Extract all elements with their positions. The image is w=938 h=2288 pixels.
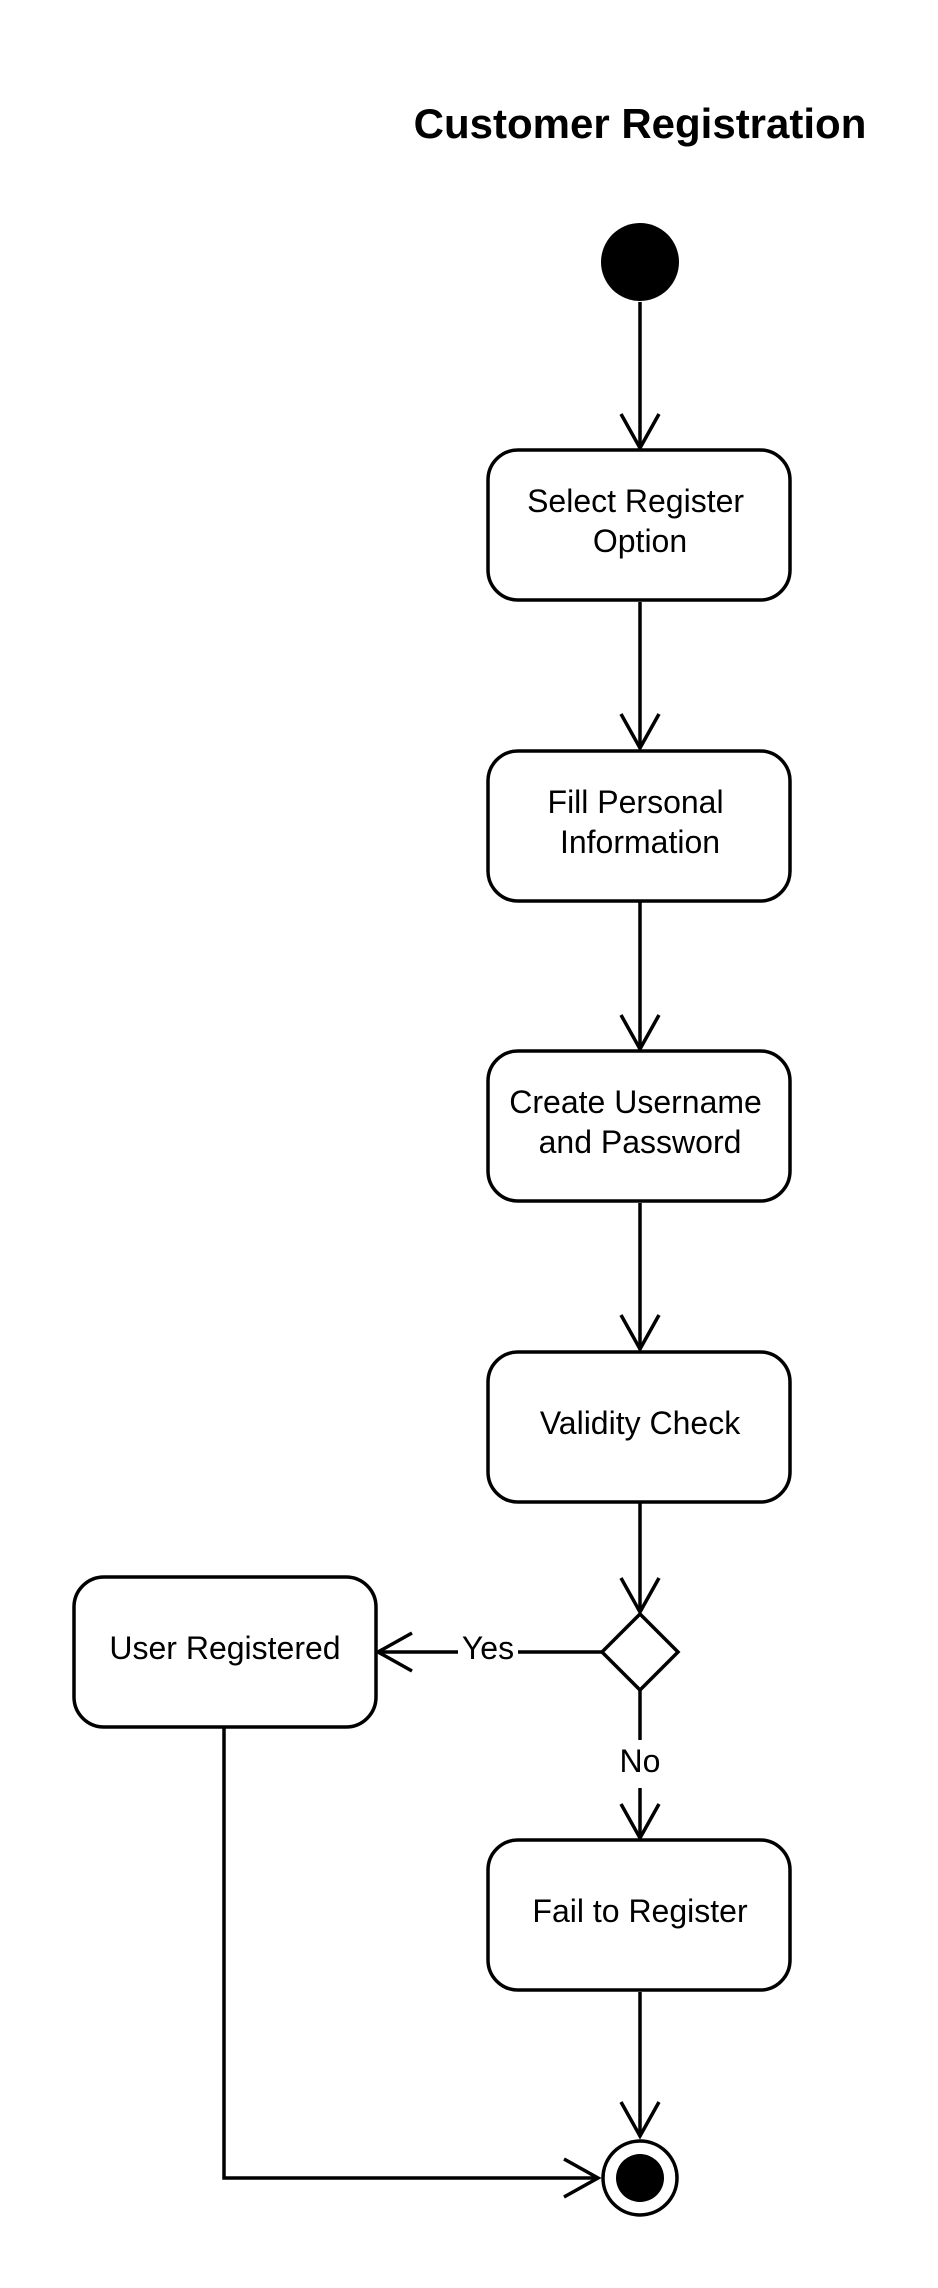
action-fill-info-line-1: Fill Personal: [548, 784, 724, 820]
svg-text:Fill Personal Informatio: Fill Personal Information: [548, 784, 733, 860]
action-create-credentials-line-2: and Password: [539, 1124, 742, 1160]
arrowhead-create-credentials: [619, 1014, 661, 1053]
arrowhead-validity-check: [619, 1314, 661, 1353]
action-fail-register: Fail to Register: [486, 1838, 792, 1992]
action-validity-check: Validity Check: [486, 1350, 792, 1504]
action-create-credentials-line-1: Create Username: [509, 1084, 762, 1120]
arrowhead-fill-info: [619, 713, 661, 752]
svg-text:Fail to Register: Fail to Register: [532, 1893, 748, 1929]
arrowhead-user-registered: [374, 1631, 413, 1673]
action-select-register-line-1: Select Register: [527, 483, 744, 519]
action-select-register: Select Register Option: [486, 448, 792, 602]
svg-text:User Registered: User Registered: [109, 1630, 340, 1666]
svg-text:Create Username and Pass: Create Username and Password: [509, 1084, 770, 1160]
arrowhead-fail-register: [619, 1803, 661, 1842]
edge-user-registered-to-end: [222, 1728, 598, 2180]
final-node: [601, 2139, 679, 2217]
edge-label-no: No: [620, 1743, 661, 1779]
arrowhead-select-register: [619, 413, 661, 452]
action-validity-check-line-1: Validity Check: [540, 1405, 741, 1441]
action-fill-info: Fill Personal Information: [486, 749, 792, 903]
action-user-registered: User Registered: [72, 1575, 378, 1729]
edge-label-yes: Yes: [462, 1630, 514, 1666]
svg-text:Select Register Option: Select Register Option: [527, 483, 753, 559]
action-user-registered-line-1: User Registered: [109, 1630, 340, 1666]
diagram-title: Customer Registration: [414, 100, 867, 147]
initial-node: [601, 223, 679, 301]
action-fill-info-line-2: Information: [560, 824, 720, 860]
action-fail-register-line-1: Fail to Register: [532, 1893, 748, 1929]
arrowhead-end-left: [563, 2157, 602, 2199]
action-create-credentials: Create Username and Password: [486, 1049, 792, 1203]
decision-node: [599, 1611, 681, 1693]
action-select-register-line-2: Option: [593, 523, 687, 559]
svg-text:Validity Check: Validity Check: [540, 1405, 741, 1441]
edges: [222, 302, 661, 2199]
arrowhead-end-top: [619, 2101, 661, 2140]
